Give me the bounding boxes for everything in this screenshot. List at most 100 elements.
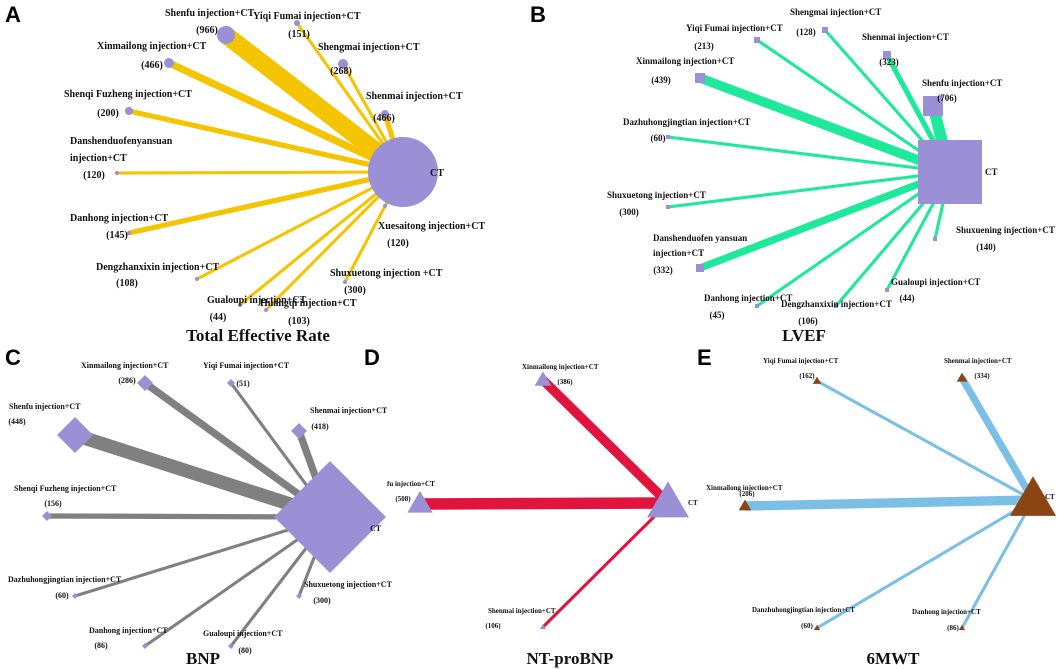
- panel-E-hub-label: CT: [1045, 493, 1055, 501]
- panel-B-node-dazhuhongjingtian-injection-ct: [666, 135, 670, 139]
- panel-C-sample-size-shenmai-injection-ct: (418): [311, 422, 329, 431]
- panel-E-node-yiqi-fumai-injection-ct: [812, 376, 822, 384]
- panel-E-label-danzhuhongjingtian-injection-ct: Danzhuhongjingtian injection+CT: [752, 606, 855, 614]
- panel-D-hub-node: [647, 481, 689, 518]
- panel-E-label-yiqi-fumai-injection-ct: Yiqi Fumai injection+CT: [763, 357, 839, 365]
- panel-A-edge-xinmailong-injection-ct: [167, 59, 405, 176]
- panel-B-edge-yiqi-fumai-injection-ct: [756, 38, 951, 174]
- panel-A-sample-size-xuesaitong-injection-ct: (120): [387, 238, 409, 249]
- panel-B-letter: B: [530, 2, 546, 27]
- panel-C-letter: C: [5, 345, 21, 370]
- panel-C-node-shenfu-injection-ct: [57, 417, 93, 453]
- panel-B-sample-size-shuxuening-injection-ct: (140): [976, 242, 996, 252]
- panel-B-node-shuxuening-injection-ct: [933, 237, 937, 241]
- panel-D-node-shenmai-injection-ct: [539, 623, 547, 630]
- text-layer: A B C D E Total Effective Rate LVEF BNP …: [5, 2, 1055, 668]
- panel-C-label-shenmai-injection-ct: Shenmai injection+CT: [310, 406, 388, 415]
- panel-A-node-yiqi-fumai-injection-ct: [294, 20, 300, 26]
- panel-C-label-yiqi-fumai-injection-ct: Yiqi Fumai injection+CT: [203, 361, 290, 370]
- panel-C-label-xinmailong-injection-ct: Xinmailong injection+CT: [81, 361, 169, 370]
- panel-E-sample-size-shenmai-injection-ct: (334): [974, 372, 990, 380]
- panel-B-label-shuxuening-injection-ct: Shuxuening injection+CT: [956, 225, 1055, 235]
- panel-B-node-shenfu-injection-ct: [923, 96, 943, 116]
- panel-E-node-xinmailong-injection-ct: [738, 499, 752, 511]
- panel-C-label-gualoupi-injection-ct: Gualoupi injection+CT: [203, 629, 283, 638]
- panel-A-node-dengzhanxixin-injection-ct: [195, 277, 199, 281]
- panel-A-hub-label: CT: [430, 168, 444, 179]
- panel-A-node-danshenduofenyansuan-injection-ct: [115, 171, 119, 175]
- panel-D-label-shenmai-injection-ct: Shenmai injection+CT: [488, 607, 556, 615]
- panel-C-sample-size-yiqi-fumai-injection-ct: (51): [236, 379, 250, 388]
- panel-B-sample-size-shengmai-injection-ct: (128): [796, 27, 816, 37]
- panel-C-node-shuxuetong-injection-ct: [296, 593, 302, 599]
- panel-A-label-shenfu-injection-ct: Shenfu injection+CT: [165, 8, 255, 19]
- panel-B-sample-size-dengzhanxixin-injection-ct: (106): [798, 316, 818, 326]
- panel-B-sample-size-danhong-injection-ct: (45): [710, 310, 725, 320]
- panel-A-sample-size-shenqi-fuzheng-injection-ct: (200): [97, 108, 119, 119]
- panel-E-sample-size-yiqi-fumai-injection-ct: (162): [799, 372, 815, 380]
- panel-A-node-xuesaitong-injection-ct: [383, 204, 387, 208]
- panel-E-label-shenmai-injection-ct: Shenmai injection+CT: [944, 357, 1012, 365]
- panel-D-letter: D: [364, 345, 380, 370]
- panel-E-title: 6MWT: [867, 649, 921, 668]
- panel-A-label-shenmai-injection-ct: Shenmai injection+CT: [366, 91, 463, 102]
- panel-E-sample-size-danzhuhongjingtian-injection-ct: (60): [801, 622, 813, 630]
- panel-A-sample-size-shuxuetong-injection-ct: (300): [344, 285, 366, 296]
- panel-C-node-shenmai-injection-ct: [291, 423, 307, 439]
- panel-D-edge-xinmailong-injection-ct: [539, 376, 672, 507]
- panel-B-label-shenfu-injection-ct: Shenfu injection+CT: [922, 78, 1002, 88]
- panel-E-node-danhong-injection-ct: [958, 624, 966, 631]
- panel-C-node-gualoupi-injection-ct: [228, 643, 234, 649]
- panel-B-sample-size-shenmai-injection-ct: (323): [879, 57, 899, 67]
- panel-A-node-shenfu-injection-ct: [217, 26, 235, 44]
- panel-A-node-danhong-injection-ct: [127, 231, 131, 235]
- panel-B-edge-danshenduofen-yansuan-injection-ct: [698, 168, 952, 272]
- panel-C-label-shenfu-injection-ct: Shenfu injection+CT: [9, 402, 81, 411]
- panel-B-hub-label: CT: [985, 167, 998, 177]
- panel-C-sample-size-dazhuhongjingtian-injection-ct: (60): [55, 591, 69, 600]
- panel-B-label-yiqi-fumai-injection-ct: Yiqi Fumai injection+CT: [686, 23, 783, 33]
- panel-A-label-xinmailong-injection-ct: Xinmailong injection+CT: [97, 41, 207, 52]
- panel-A-label-danhong-injection-ct: Danhong injection+CT: [70, 213, 169, 224]
- panel-B-sample-size-shenfu-injection-ct: (706): [937, 93, 957, 103]
- panel-E-node-shenmai-injection-ct: [956, 372, 968, 382]
- panel-B-sample-size-yiqi-fumai-injection-ct: (213): [694, 41, 714, 51]
- panel-C-sample-size-shenfu-injection-ct: (448): [8, 417, 26, 426]
- panel-E-label-xinmailong-injection-ct: Xinmailong injection+CT: [706, 484, 783, 492]
- panel-A-label-danshenduofenyansuan-injection-ct-line1: Danshenduofenyansuan: [70, 136, 173, 147]
- panel-C-label-shenqi-fuzheng-injection-ct: Shenqi Fuzheng injection+CT: [14, 484, 117, 493]
- nodes-layer: [42, 20, 1057, 649]
- panel-A-sample-size-danshenduofenyansuan-injection-ct: (120): [83, 170, 105, 181]
- panel-C-hub-node: [274, 461, 386, 573]
- panel-B-sample-size-xinmailong-injection-ct: (439): [651, 75, 671, 85]
- panel-B-edge-xinmailong-injection-ct: [698, 73, 952, 177]
- panel-E-edge-danzhuhongjingtian-injection-ct: [816, 498, 1034, 630]
- panel-B-label-gualoupi-injection-ct: Gualoupi injection+CT: [891, 277, 980, 287]
- panel-A-label-xuesaitong-injection-ct: Xuesaitong injection+CT: [378, 221, 485, 232]
- panel-E-node-danzhuhongjingtian-injection-ct: [813, 624, 821, 631]
- panel-A-node-shenqi-fuzheng-injection-ct: [125, 107, 133, 115]
- panel-B-label-danhong-injection-ct: Danhong injection+CT: [704, 293, 792, 303]
- panel-A-node-xinmailong-injection-ct: [164, 58, 174, 68]
- panel-C-node-dazhuhongjingtian-injection-ct: [72, 593, 78, 599]
- panel-A-label-dengzhanxixin-injection-ct: Dengzhanxixin injection+CT: [96, 262, 220, 273]
- panel-A-label-huangqi-injection-ct: Huangqi injection+CT: [260, 298, 357, 309]
- panel-C-sample-size-xinmailong-injection-ct: (286): [118, 376, 136, 385]
- panel-D-node-fu-injection-ct: [407, 491, 433, 513]
- panel-B-sample-size-dazhuhongjingtian-injection-ct: (60): [651, 133, 666, 143]
- panel-C-edge-shenfu-injection-ct: [72, 428, 333, 524]
- panel-C-label-dazhuhongjingtian-injection-ct: Dazhuhongjingtian injection+CT: [8, 575, 122, 584]
- panel-E-hub-node: [1009, 476, 1057, 516]
- panel-C-node-shenqi-fuzheng-injection-ct: [42, 511, 52, 521]
- panel-C-sample-size-danhong-injection-ct: (86): [94, 641, 108, 650]
- panel-B-node-yiqi-fumai-injection-ct: [754, 37, 760, 43]
- panel-A-letter: A: [5, 2, 21, 27]
- panel-C-sample-size-gualoupi-injection-ct: (80): [238, 646, 252, 655]
- panel-D-sample-size-shenmai-injection-ct: (106): [485, 622, 501, 630]
- panel-A-sample-size-shenfu-injection-ct: (966): [196, 25, 218, 36]
- panel-D-node-xinmailong-injection-ct: [534, 371, 552, 386]
- panel-E-sample-size-danhong-injection-ct: (86): [947, 624, 959, 632]
- panel-D-label-fu-injection-ct: fu injection+CT: [387, 480, 435, 488]
